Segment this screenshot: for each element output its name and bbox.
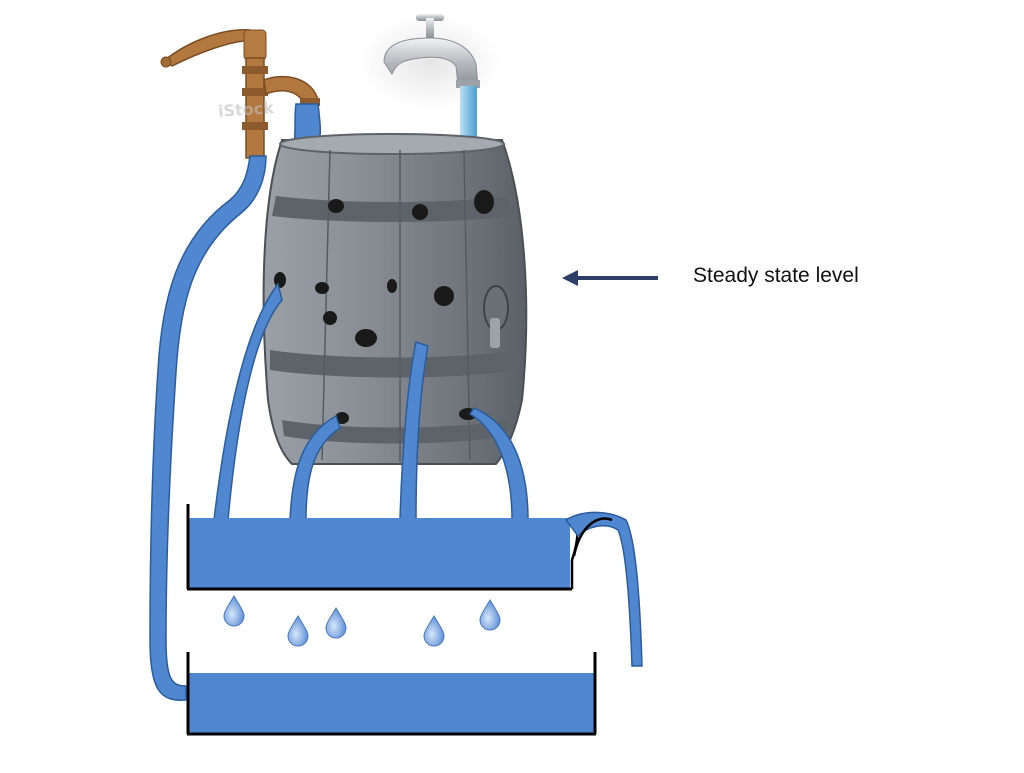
water-drop-icon (325, 607, 347, 639)
upper-tank (186, 504, 579, 591)
faucet-water-stream (460, 86, 477, 142)
leaky-barrel-icon (262, 133, 528, 465)
return-pipe (149, 155, 267, 701)
lower-tank (186, 652, 597, 736)
hand-pump-icon (160, 29, 320, 159)
water-drop-icon (223, 595, 245, 627)
steady-state-arrow (562, 270, 658, 286)
steady-state-label: Steady state level (693, 264, 859, 287)
faucet-icon (358, 14, 502, 110)
water-drop-icon (479, 599, 501, 631)
overflow-edge (572, 517, 613, 557)
overflow-stream (564, 511, 643, 667)
water-drop-icon (287, 615, 309, 647)
water-drop-icon (423, 615, 445, 647)
water-drops (223, 595, 501, 647)
